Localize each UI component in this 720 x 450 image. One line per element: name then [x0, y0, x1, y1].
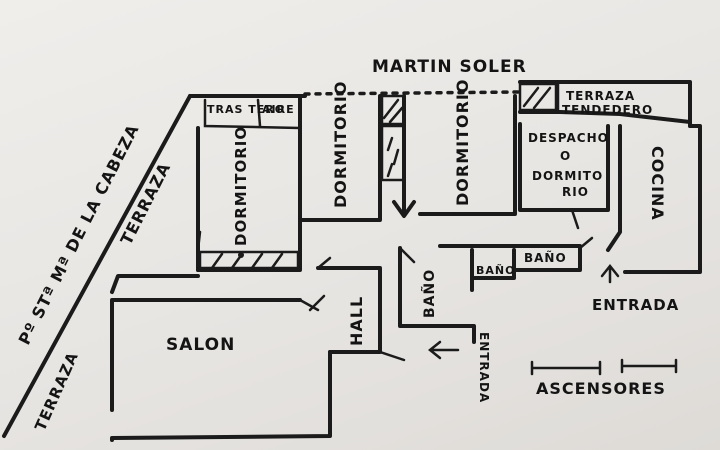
label-dormitorio-2: DORMITORIO [331, 81, 350, 208]
label-dormitorio-1: DORMITORIO [232, 126, 250, 246]
closet-left-knob [238, 252, 244, 258]
closet-center-top-hatch [382, 98, 404, 124]
closet-center [380, 124, 406, 182]
label-despacho-2: O [560, 149, 571, 163]
tendedero-wall [518, 110, 692, 124]
elevator-marker-1 [530, 360, 602, 376]
label-hall: HALL [347, 296, 366, 346]
cocina-wall [606, 124, 622, 252]
dormitorio-3-wall [402, 94, 517, 216]
label-trastero-2: AIRE [262, 103, 295, 116]
label-bano-1: BAÑO [421, 269, 438, 318]
exterior-wall-top-right [518, 80, 692, 128]
label-despacho-3: DORMITO [532, 169, 603, 183]
salon-wall [110, 298, 332, 442]
label-tendedero-2: TENDEDERO [562, 103, 653, 117]
label-dormitorio-3: DORMITORIO [453, 79, 472, 206]
label-terraza-bottom: TERRAZA [31, 349, 82, 434]
label-despacho-1: DESPACHO [528, 131, 609, 145]
dormitorio-2-wall [298, 94, 382, 222]
label-ascensores: ASCENSORES [536, 379, 666, 398]
tendedero-hatch [522, 86, 552, 110]
label-bano-3: BAÑO [524, 250, 567, 265]
exterior-wall-right [623, 124, 702, 274]
closet-left-hatch [210, 252, 284, 270]
closet-left [198, 250, 300, 270]
label-terraza-left: TERRAZA [117, 159, 175, 248]
terraza-inner-wall [110, 274, 200, 294]
label-martin-soler: MARTIN SOLER [372, 57, 527, 77]
closet-center-hatch [386, 136, 400, 178]
label-trastero-1: TRAS TERO [207, 103, 285, 116]
despacho-door [570, 208, 580, 230]
bano-small-wall [470, 248, 516, 280]
despacho-wall [518, 122, 610, 212]
label-entrada-bottom: ENTRADA [477, 332, 491, 403]
trastero-divider [256, 98, 262, 128]
salon-door [298, 298, 320, 312]
dormitorio-left-door [196, 230, 202, 252]
door-arrow [392, 194, 416, 218]
label-salon: SALON [166, 335, 235, 355]
hall-door-right [378, 350, 406, 362]
hall-door-top [316, 256, 332, 270]
exterior-wall-diagonal [2, 94, 192, 438]
bano-right-wall [512, 244, 582, 272]
entrada-arrow-bottom [427, 340, 460, 360]
label-cocina: COCINA [648, 146, 667, 221]
label-despacho-4: RIO [562, 185, 589, 199]
bano-right-door [578, 236, 594, 250]
corridor-wall [438, 244, 516, 292]
facade-line-dashed [303, 90, 522, 96]
label-entrada-right: ENTRADA [592, 296, 679, 314]
entrada-arrow-right [600, 263, 620, 284]
bano-left-wall [398, 246, 476, 344]
label-tendedero-1: TERRAZA [566, 89, 635, 103]
elevator-marker-2 [620, 358, 678, 374]
label-bano-2: BAÑO [476, 264, 515, 277]
bano-left-door [398, 246, 416, 264]
hall-wall [316, 266, 382, 354]
trastero-wall [203, 98, 302, 130]
